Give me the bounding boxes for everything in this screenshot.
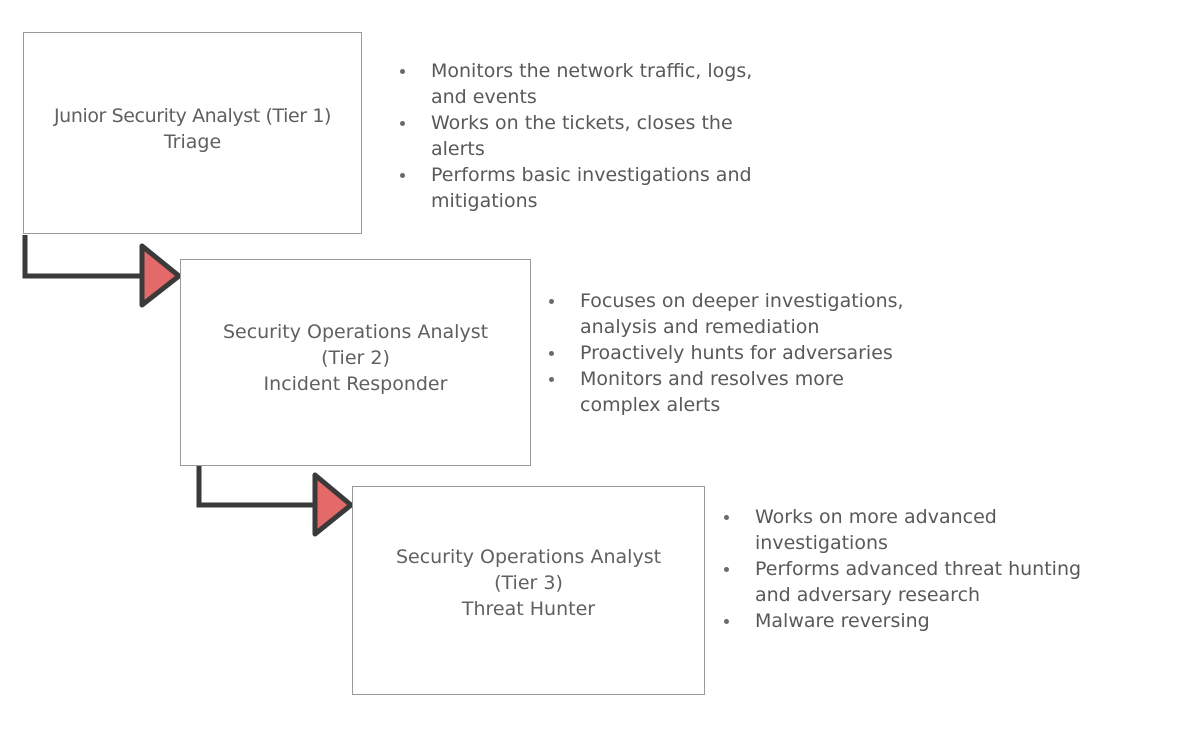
bullet-item: Works on the tickets, closes the alerts bbox=[400, 110, 752, 162]
tier3-role: Threat Hunter bbox=[461, 597, 596, 620]
tier3-title: Security Operations Analyst bbox=[395, 545, 662, 568]
tier2-title: Security Operations Analyst bbox=[222, 320, 489, 343]
arrowhead-tier2 bbox=[139, 243, 182, 308]
bullet-dot-icon bbox=[549, 299, 554, 304]
tier3-level: (Tier 3) bbox=[494, 571, 563, 594]
tier1-box: Junior Security Analyst (Tier 1) Triage bbox=[23, 32, 362, 234]
bullet-dot-icon bbox=[724, 567, 729, 572]
bullet-dot-icon bbox=[400, 173, 405, 178]
tier1-role: Triage bbox=[163, 131, 222, 153]
tier3-responsibilities: Works on more advanced investigations Pe… bbox=[724, 504, 1081, 634]
bullet-item: Performs basic investigations and mitiga… bbox=[400, 162, 752, 214]
tier1-box-label: Junior Security Analyst (Tier 1) Triage bbox=[54, 103, 331, 163]
bullet-dot-icon bbox=[549, 377, 554, 382]
tier2-box: Security Operations Analyst (Tier 2) Inc… bbox=[180, 259, 531, 466]
bullet-dot-icon bbox=[400, 69, 405, 74]
tier2-role: Incident Responder bbox=[263, 372, 448, 395]
bullet-item: Malware reversing bbox=[724, 608, 1081, 634]
bullet-dot-icon bbox=[400, 121, 405, 126]
bullet-dot-icon bbox=[724, 619, 729, 624]
bullet-item: Proactively hunts for adversaries bbox=[549, 340, 904, 366]
bullet-item: Monitors the network traffic, logs, and … bbox=[400, 58, 752, 110]
tier1-responsibilities: Monitors the network traffic, logs, and … bbox=[400, 58, 752, 214]
arrowhead-tier3 bbox=[312, 472, 354, 537]
tier2-level: (Tier 2) bbox=[321, 346, 390, 369]
bullet-item: Focuses on deeper investigations, analys… bbox=[549, 288, 904, 340]
tier1-title: Junior Security Analyst (Tier 1) bbox=[53, 105, 332, 127]
bullet-item: Monitors and resolves more complex alert… bbox=[549, 366, 904, 418]
bullet-dot-icon bbox=[724, 515, 729, 520]
tier3-box-label: Security Operations Analyst (Tier 3) Thr… bbox=[396, 544, 661, 638]
bullet-item: Works on more advanced investigations bbox=[724, 504, 1081, 556]
tier2-responsibilities: Focuses on deeper investigations, analys… bbox=[549, 288, 904, 418]
tier3-box: Security Operations Analyst (Tier 3) Thr… bbox=[352, 486, 705, 695]
bullet-dot-icon bbox=[549, 351, 554, 356]
tier2-box-label: Security Operations Analyst (Tier 2) Inc… bbox=[223, 319, 488, 407]
bullet-item: Performs advanced threat hunting and adv… bbox=[724, 556, 1081, 608]
